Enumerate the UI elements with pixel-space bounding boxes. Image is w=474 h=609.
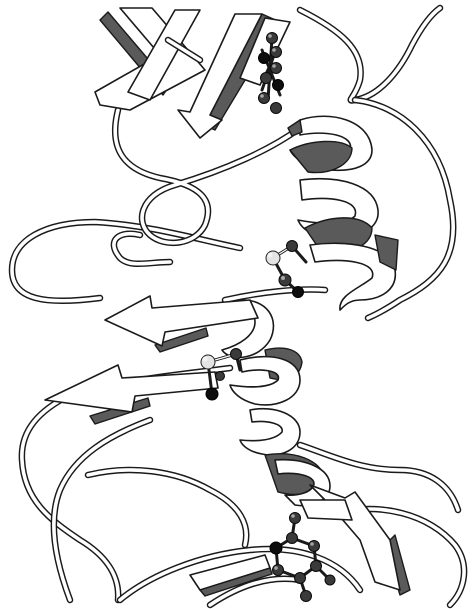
atom bbox=[290, 513, 301, 524]
atom bbox=[287, 533, 298, 544]
helix-2 bbox=[222, 300, 330, 506]
atom bbox=[325, 575, 335, 585]
atom bbox=[206, 388, 218, 400]
strand-lower-small bbox=[300, 500, 352, 520]
atom bbox=[271, 47, 282, 58]
atom bbox=[293, 287, 304, 298]
atom bbox=[216, 372, 225, 381]
atom bbox=[266, 251, 280, 265]
atom bbox=[273, 80, 284, 91]
helix-1 bbox=[290, 116, 398, 310]
coil-lower-loop-3 bbox=[88, 470, 246, 545]
top-beta-sheet bbox=[95, 8, 290, 138]
coil-top-right-loop-inner bbox=[300, 8, 440, 100]
atom bbox=[259, 53, 270, 64]
helix-2-turn-2 bbox=[230, 357, 300, 405]
atom bbox=[295, 573, 306, 584]
atom bbox=[267, 33, 278, 44]
atom bbox=[279, 274, 291, 286]
atom bbox=[271, 103, 282, 114]
coil-lower-left-loop bbox=[22, 395, 118, 600]
atom bbox=[287, 241, 298, 252]
coil-lower-loop-2 bbox=[54, 420, 150, 600]
atom bbox=[301, 591, 312, 602]
atom bbox=[270, 542, 282, 554]
atom bbox=[271, 63, 282, 74]
atom bbox=[201, 355, 215, 369]
atom bbox=[231, 349, 242, 360]
ligand-bottom-ring bbox=[270, 513, 335, 602]
coil-lower-loop-3-inner bbox=[88, 470, 246, 545]
atom bbox=[261, 73, 272, 84]
atom bbox=[259, 93, 270, 104]
helix-2-turn-3 bbox=[240, 409, 300, 455]
atom bbox=[273, 565, 284, 576]
atom bbox=[311, 561, 322, 572]
atom bbox=[309, 541, 320, 552]
